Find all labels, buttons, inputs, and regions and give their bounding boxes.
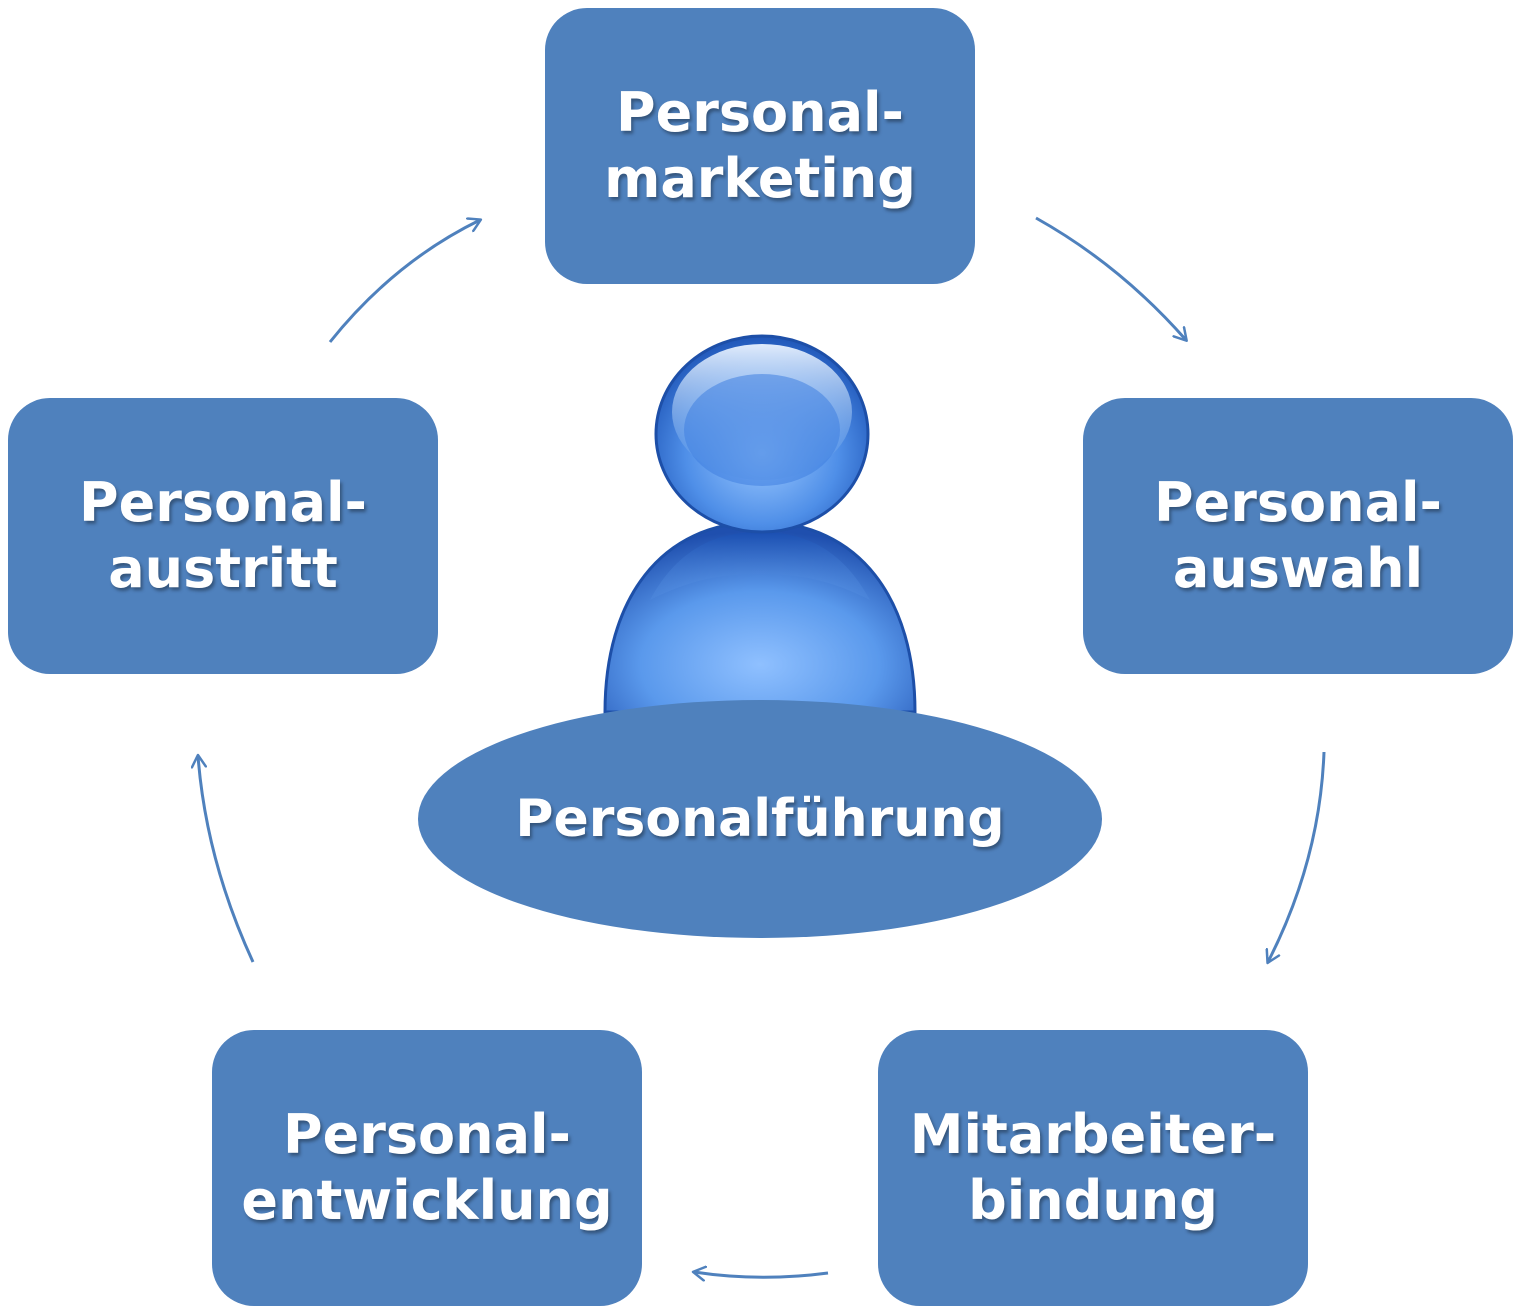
arrow-bindung-to-entwicklung [694,1272,829,1277]
step-box-personalmarketing: Personal- marketing [545,8,975,284]
arrow-marketing-to-auswahl [1035,216,1186,340]
step-label-mitarbeiterbindung: Mitarbeiter- bindung [909,1103,1277,1232]
arrow-austritt-to-marketing [328,220,480,343]
step-label-personalentwicklung: Personal- entwicklung [241,1103,613,1232]
step-box-personalentwicklung: Personal- entwicklung [212,1030,642,1306]
arrow-entwicklung-to-austritt [198,756,255,963]
center-label: Personalführung [515,789,1005,849]
person-head-inner [684,374,840,486]
step-box-personalauswahl: Personal- auswahl [1083,398,1513,674]
center-ellipse [418,700,1102,938]
step-label-personalauswahl: Personal- auswahl [1154,471,1442,600]
step-box-personalaustritt: Personal- austritt [8,398,438,674]
step-label-personalaustritt: Personal- austritt [79,471,367,600]
step-box-mitarbeiterbindung: Mitarbeiter- bindung [878,1030,1308,1306]
arrow-auswahl-to-bindung [1268,751,1326,962]
person-body-shine [650,532,870,600]
step-label-personalmarketing: Personal- marketing [604,81,916,210]
